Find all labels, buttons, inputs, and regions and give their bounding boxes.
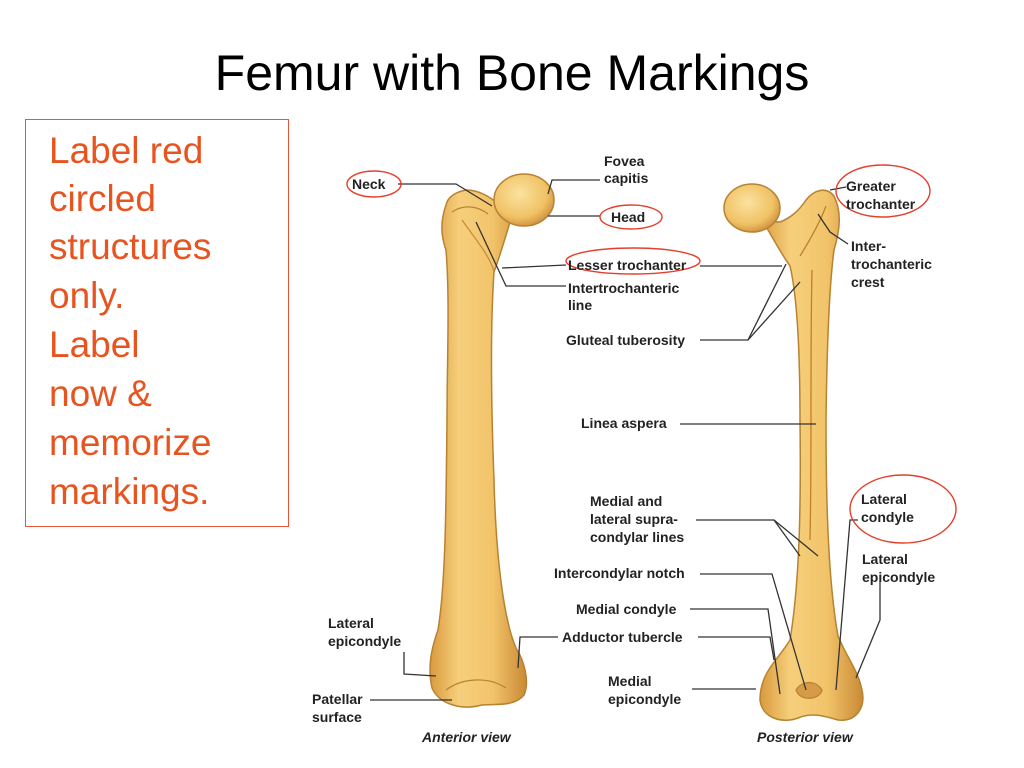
label-lateral-epicondyle-anterior: epicondyle [328,633,401,649]
posterior-femoral-head [724,184,780,232]
label-linea-aspera: Linea aspera [581,415,667,431]
label-lateral-epicondyle-posterior: epicondyle [862,569,935,585]
label-greater-trochanter: Greater [846,178,896,194]
posterior-intercondylar-notch [796,683,822,699]
label-supracondylar-lines: Medial and [590,493,662,509]
leader-greater-trochanter [830,187,846,190]
label-intertrochanteric-crest: Inter- [851,238,886,254]
leader-lesser-trochanter-anterior [502,265,566,268]
red-circle-marks [347,165,956,543]
label-neck: Neck [352,176,386,192]
label-medial-condyle: Medial condyle [576,601,677,617]
label-fovea: capitis [604,170,649,186]
label-intertrochanteric-line: Intertrochanteric [568,280,679,296]
label-adductor-tubercle: Adductor tubercle [562,629,683,645]
label-supracondylar-lines: condylar lines [590,529,684,545]
label-fovea: Fovea [604,153,645,169]
leader-lateral-epicondyle-right [856,582,880,678]
leader-adductor-posterior [698,637,774,660]
leader-gluteal [700,282,800,340]
label-lateral-condyle: Lateral [861,491,907,507]
anterior-femoral-head [494,174,554,226]
label-head: Head [611,209,645,225]
label-anterior-view: Anterior view [421,729,512,745]
label-patellar-surface: Patellar [312,691,363,707]
label-supracondylar-lines: lateral supra- [590,511,678,527]
label-patellar-surface: surface [312,709,362,725]
label-intercondylar-notch: Intercondylar notch [554,565,685,581]
label-posterior-view: Posterior view [757,729,854,745]
leader-gluteal-2 [748,264,786,340]
label-intertrochanteric-crest: trochanteric [851,256,932,272]
leader-fovea [548,180,600,194]
label-lesser-trochanter: Lesser trochanter [568,257,687,273]
label-lateral-epicondyle-posterior: Lateral [862,551,908,567]
label-intertrochanteric-crest: crest [851,274,885,290]
label-lateral-epicondyle-anterior: Lateral [328,615,374,631]
label-gluteal-tuberosity: Gluteal tuberosity [566,332,685,348]
posterior-femur [724,184,863,720]
label-intertrochanteric-line: line [568,297,592,313]
label-medial-epicondyle: Medial [608,673,652,689]
label-lateral-condyle: condyle [861,509,914,525]
anterior-femur [430,174,554,707]
label-medial-epicondyle: epicondyle [608,691,681,707]
leader-supracondylar [696,520,800,556]
label-greater-trochanter: trochanter [846,196,916,212]
